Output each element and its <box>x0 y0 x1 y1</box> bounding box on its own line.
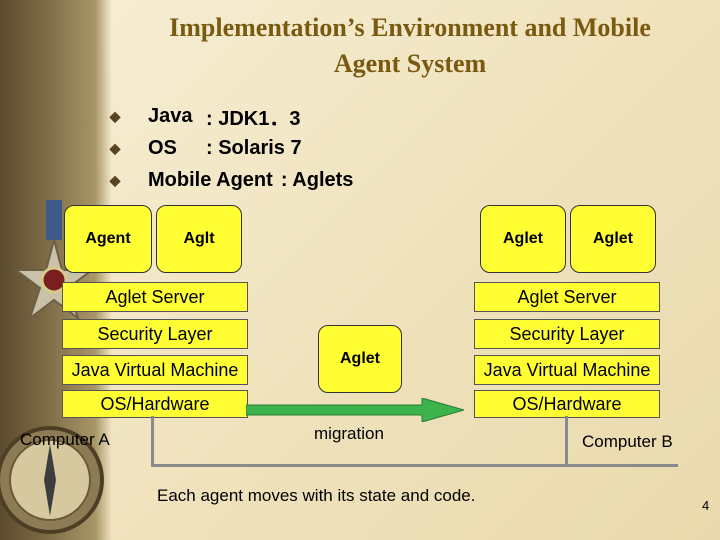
jvm-layer: Java Virtual Machine <box>62 355 248 385</box>
bullet-value: : Solaris 7 <box>206 136 302 159</box>
agent-box: Aglet <box>570 205 656 273</box>
bullet-value: : Aglets <box>280 168 354 191</box>
slide-title: Implementation’s Environment and Mobile … <box>100 10 720 82</box>
diamond-bullet-icon: ◆ <box>109 171 121 188</box>
network-line <box>565 416 568 466</box>
agent-box: Aglet <box>480 205 566 273</box>
bullet-item: ◆ Java : JDK1．3 <box>108 100 628 132</box>
agent-box: Aglt <box>156 205 242 273</box>
aglet-server-layer: Aglet Server <box>474 282 660 312</box>
medal-icon <box>13 200 95 321</box>
migration-arrow-icon <box>246 398 464 422</box>
bullet-item: ◆ Mobile Agent : Aglets <box>108 164 628 196</box>
bullet-label: Java <box>148 104 193 127</box>
title-line-2: Agent System <box>333 49 487 78</box>
network-line <box>151 416 154 466</box>
bullet-item: ◆ OS : Solaris 7 <box>108 132 628 164</box>
title-line-1: Implementation’s Environment and Mobile <box>169 13 651 42</box>
network-bus <box>151 464 678 467</box>
diamond-bullet-icon: ◆ <box>109 107 121 124</box>
migration-label: migration <box>314 424 384 443</box>
bullet-value: : JDK1．3 <box>206 107 301 130</box>
bullet-label: OS <box>148 136 177 159</box>
computer-label: Computer A <box>20 430 110 449</box>
os-hardware-layer: OS/Hardware <box>62 390 248 418</box>
caption: Each agent moves with its state and code… <box>157 486 476 505</box>
migrating-aglet-box: Aglet <box>318 325 402 393</box>
agent-box: Agent <box>64 205 152 273</box>
diamond-bullet-icon: ◆ <box>109 139 121 156</box>
aglet-server-layer: Aglet Server <box>62 282 248 312</box>
bullet-list: ◆ Java : JDK1．3 ◆ OS : Solaris 7 ◆ Mobil… <box>108 100 628 196</box>
security-layer: Security Layer <box>62 319 248 349</box>
page-number: 4 <box>702 498 710 513</box>
bullet-label: Mobile Agent <box>148 168 273 191</box>
security-layer: Security Layer <box>474 319 660 349</box>
computer-label: Computer B <box>582 432 673 451</box>
compass-icon <box>0 426 104 534</box>
os-hardware-layer: OS/Hardware <box>474 390 660 418</box>
jvm-layer: Java Virtual Machine <box>474 355 660 385</box>
